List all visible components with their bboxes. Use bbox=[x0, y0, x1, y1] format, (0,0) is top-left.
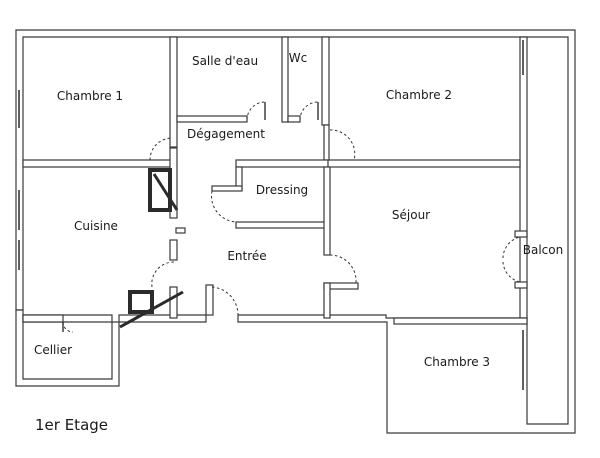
wall-chambre1-bottom bbox=[22, 159, 176, 168]
wall-wc-left bbox=[281, 36, 289, 123]
wall-wc-bottom bbox=[287, 115, 301, 123]
wall-cuisine-right-mid bbox=[169, 239, 178, 261]
label-degagement: Dégagement bbox=[187, 127, 265, 141]
door-wc bbox=[299, 101, 319, 121]
wall-sejour-left-low bbox=[323, 282, 331, 319]
label-salle-eau: Salle d'eau bbox=[192, 54, 258, 68]
door-sejour bbox=[329, 254, 357, 284]
entry-shaft bbox=[128, 290, 154, 314]
entry-shaft-diagonal bbox=[119, 290, 184, 329]
door-cuisine bbox=[151, 261, 175, 288]
wall-chambre3-top bbox=[393, 317, 528, 325]
wall-cuisine-right-low bbox=[169, 286, 178, 319]
room-labels: Chambre 1 Salle d'eau Wc Chambre 2 Dégag… bbox=[34, 51, 563, 369]
wall-entree-door-jamb bbox=[205, 284, 214, 316]
door-chambre1 bbox=[149, 137, 173, 161]
label-dressing: Dressing bbox=[256, 183, 308, 197]
door-balcon-top bbox=[502, 236, 521, 259]
label-cuisine: Cuisine bbox=[74, 219, 118, 233]
wall-chambre2-left bbox=[321, 36, 330, 126]
interior-walls bbox=[22, 36, 528, 325]
door-dressing bbox=[211, 190, 239, 223]
label-cellier: Cellier bbox=[34, 343, 72, 357]
label-chambre2: Chambre 2 bbox=[386, 88, 452, 102]
door-balcon-bottom bbox=[502, 261, 521, 283]
label-chambre1: Chambre 1 bbox=[57, 89, 123, 103]
label-balcon: Balcon bbox=[523, 243, 563, 257]
door-salle-eau bbox=[246, 101, 266, 121]
wall-balcon-stub-top bbox=[514, 230, 528, 238]
door-chambre2 bbox=[329, 129, 356, 161]
door-cellier bbox=[62, 321, 74, 333]
door-entree bbox=[211, 286, 239, 316]
doors bbox=[62, 101, 521, 333]
wall-chambre1-right bbox=[169, 36, 178, 148]
wall-balcon-stub-bottom bbox=[514, 281, 528, 289]
label-wc: Wc bbox=[289, 51, 307, 65]
wall-chambre2-bottom bbox=[323, 159, 521, 168]
wall-salle-eau-bottom bbox=[176, 115, 248, 123]
floor-label: 1er Etage bbox=[35, 416, 108, 434]
label-sejour: Séjour bbox=[392, 208, 430, 222]
wall-dressing-bottom bbox=[235, 221, 329, 229]
wall-chambre2-left-low bbox=[323, 124, 330, 161]
outer-wall-top bbox=[15, 29, 576, 434]
shafts bbox=[119, 168, 184, 329]
kitchen-shaft-diagonal bbox=[152, 173, 179, 211]
wall-cuisine-stub bbox=[175, 227, 186, 234]
wall-sejour-left bbox=[323, 166, 331, 256]
outer-wall-right-inner bbox=[519, 36, 528, 319]
label-entree: Entrée bbox=[227, 249, 266, 263]
windows bbox=[18, 40, 524, 390]
wall-dressing-top bbox=[235, 159, 329, 168]
kitchen-shaft bbox=[148, 168, 172, 212]
label-chambre3: Chambre 3 bbox=[424, 355, 490, 369]
wall-dressing-stub bbox=[211, 185, 243, 192]
wall-cellier-top bbox=[22, 314, 64, 323]
